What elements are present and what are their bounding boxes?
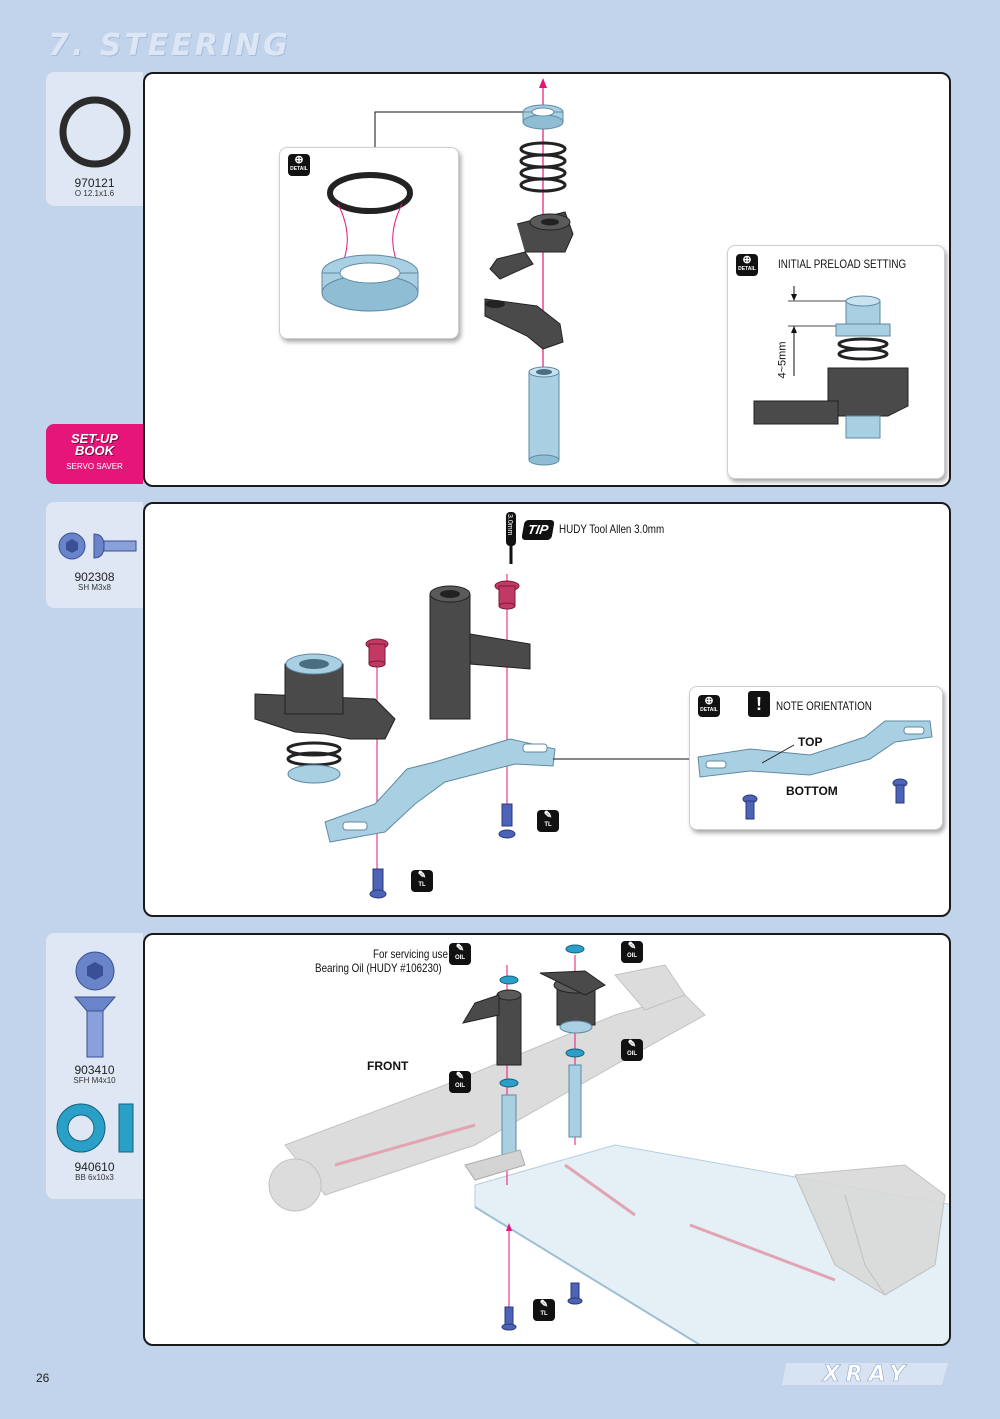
preload-dimension: 4~5mm: [776, 341, 789, 379]
oil-drop-icon: ✎ OIL: [449, 1071, 471, 1093]
preload-title: INITIAL PRELOAD SETTING: [778, 257, 907, 271]
chassis-assembly-diagram: [268, 944, 949, 1344]
part-code: 903410: [74, 1063, 115, 1077]
detail-label: DETAIL: [700, 707, 718, 713]
oil-drop-icon: ✎ OIL: [449, 943, 471, 965]
o-ring-icon: [59, 96, 130, 168]
part-code: 970121: [74, 176, 115, 190]
servo-saver-diagram: [374, 78, 574, 466]
page-title: 7. STEERING: [48, 28, 291, 63]
detail-magnifier-icon: ⊕ DETAIL: [736, 254, 758, 276]
preload-detail-box: ⊕ DETAIL INITIAL PRELOAD SETTING 4~5mm: [727, 245, 945, 479]
threadlock-icon: ✎ TL: [537, 810, 559, 832]
step3-panel: For servicing use Bearing Oil (HUDY #106…: [143, 933, 951, 1346]
orientation-detail-box: ⊕ DETAIL ! NOTE ORIENTATION TOP BOTTOM: [689, 686, 943, 830]
steering-arms-diagram: [254, 574, 690, 899]
setup-book-subtitle: SERVO SAVER: [66, 462, 123, 471]
detail-magnifier-icon: ⊕ DETAIL: [288, 154, 310, 176]
part-code: 902308: [74, 570, 115, 584]
threadlock-icon: ✎ TL: [533, 1299, 555, 1321]
oil-drop-icon: ✎ OIL: [621, 1039, 643, 1061]
tl-label: TL: [544, 822, 552, 828]
button-head-screw-icon: [58, 532, 136, 560]
warning-icon: !: [748, 691, 770, 717]
oil-label: OIL: [455, 1083, 465, 1089]
parts-card-step3: 903410 SFH M4x10 940610 BB 6x10x3: [46, 933, 143, 1199]
tip-text: HUDY Tool Allen 3.0mm: [559, 522, 665, 536]
brand-name: XRAY: [821, 1362, 911, 1387]
step2-panel: 3.0mm TIP HUDY Tool Allen 3.0mm: [143, 502, 951, 917]
detail-label: DETAIL: [738, 266, 756, 272]
bottom-label: BOTTOM: [786, 784, 838, 798]
part-desc: BB 6x10x3: [75, 1173, 114, 1182]
page-number: 26: [36, 1371, 50, 1385]
detail-magnifier-icon: ⊕ DETAIL: [698, 695, 720, 717]
tl-label: TL: [540, 1311, 548, 1317]
o-ring-assembly-icon: [321, 172, 419, 312]
setup-book-title-1: SET-UP: [71, 431, 118, 446]
front-label: FRONT: [367, 1059, 409, 1073]
top-label: TOP: [798, 735, 823, 749]
service-note-line2: Bearing Oil (HUDY #106230): [315, 961, 442, 975]
steering-bar-orientation-icon: [697, 720, 933, 820]
oil-drop-icon: ✎ OIL: [621, 941, 643, 963]
step1-panel: ⊕ DETAIL ⊕ DETAIL INITIAL PRELOAD SETTIN…: [143, 72, 951, 487]
parts-card-step1: 970121 O 12.1x1.6: [46, 72, 143, 206]
oil-label: OIL: [627, 1051, 637, 1057]
ball-bearing-icon: [56, 1103, 133, 1153]
tl-label: TL: [418, 882, 426, 888]
parts-card-step2: 902308 SH M3x8: [46, 502, 143, 608]
part-desc: O 12.1x1.6: [74, 189, 115, 198]
allen-tool-icon: [506, 512, 516, 564]
o-ring-detail-box: ⊕ DETAIL: [279, 147, 459, 339]
oil-label: OIL: [627, 953, 637, 959]
setup-book-title-2: BOOK: [75, 443, 114, 458]
part-code: 940610: [74, 1160, 115, 1174]
oil-label: OIL: [455, 955, 465, 961]
threadlock-icon: ✎ TL: [411, 870, 433, 892]
flat-head-screw-icon: [73, 951, 116, 1058]
detail-label: DETAIL: [290, 166, 308, 172]
part-desc: SFH M4x10: [73, 1076, 116, 1085]
preload-diagram: [753, 286, 909, 439]
part-desc: SH M3x8: [78, 583, 111, 592]
brand-logo: XRAY: [782, 1362, 948, 1387]
note-orientation-label: NOTE ORIENTATION: [776, 699, 872, 713]
service-note-line1: For servicing use: [373, 947, 448, 961]
